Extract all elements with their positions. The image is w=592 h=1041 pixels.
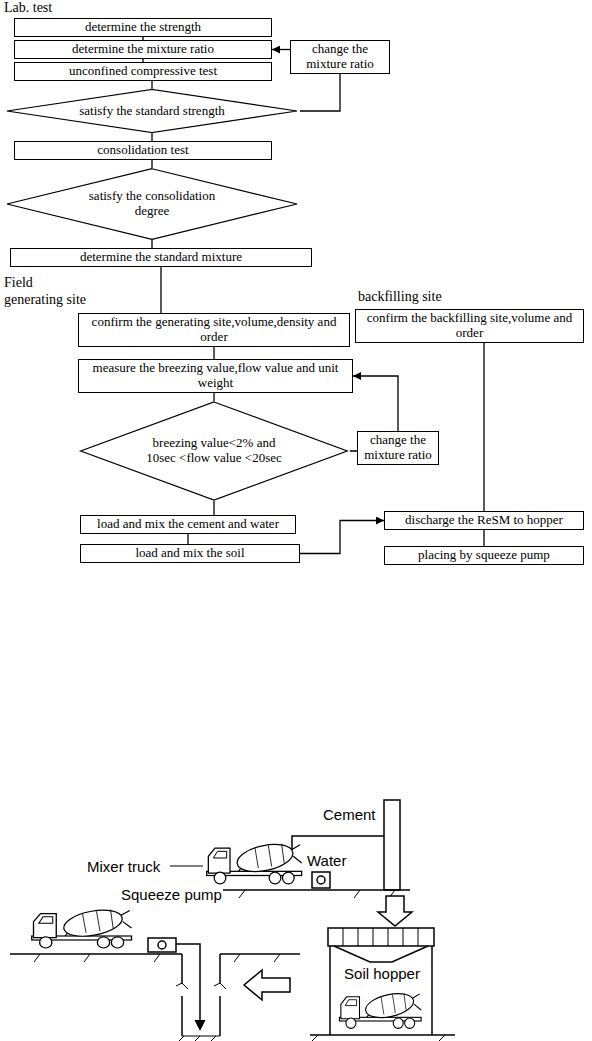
node-text: satisfy the consolidation degree xyxy=(78,189,226,219)
label-text: Squeeze pump xyxy=(121,886,222,903)
flow-connector xyxy=(213,501,214,515)
section-heading: Lab. test xyxy=(4,0,52,16)
flow-connector xyxy=(151,81,152,89)
node-text: confirm the backfilling site,volume and … xyxy=(360,311,579,341)
mixing-plant xyxy=(170,800,412,926)
node-text: determine the mixture ratio xyxy=(19,42,267,57)
process-box: load and mix the cement and water xyxy=(80,515,296,534)
node-text: confirm the generating site,volume,densi… xyxy=(83,315,345,345)
node-text: load and mix the cement and water xyxy=(85,517,291,532)
node-text: satisfy the standard strength xyxy=(78,104,226,119)
section-heading: Field xyxy=(4,275,33,291)
flow-connector xyxy=(300,74,340,111)
flow-connector xyxy=(160,267,161,313)
node-text: placing by squeeze pump xyxy=(389,548,579,563)
node-text: change the mixture ratio xyxy=(295,42,385,72)
soil-hopper xyxy=(244,928,455,1041)
label-text: Mixer truck xyxy=(87,858,160,875)
label-text: Water xyxy=(307,852,346,869)
process-box: discharge the ReSM to hopper xyxy=(384,511,584,530)
section-heading: generating site xyxy=(4,292,86,308)
flow-connector xyxy=(151,240,152,248)
label-text: backfilling site xyxy=(358,289,442,305)
node-text: unconfined compressive test xyxy=(19,64,267,79)
flow-connector xyxy=(272,49,290,50)
decision-diamond: satisfy the standard strength xyxy=(4,89,300,133)
flow-connector xyxy=(213,393,214,401)
label-text: Soil hopper xyxy=(344,965,420,982)
process-box: confirm the generating site,volume,densi… xyxy=(78,313,350,347)
decision-diamond: satisfy the consolidation degree xyxy=(4,168,300,240)
flow-connector xyxy=(151,133,152,141)
node-text: breezing value<2% and 10sec <flow value … xyxy=(146,436,282,466)
flow-connector xyxy=(353,376,398,431)
label-text: Field xyxy=(4,275,33,291)
part-label: Water xyxy=(306,852,347,869)
process-box: determine the mixture ratio xyxy=(14,40,272,59)
process-box: unconfined compressive test xyxy=(14,62,272,81)
node-text: determine the strength xyxy=(19,20,267,35)
node-text: measure the breezing value,flow value an… xyxy=(83,361,348,391)
node-text: discharge the ReSM to hopper xyxy=(389,513,579,528)
flow-connector xyxy=(213,347,214,359)
flow-connector xyxy=(300,521,384,554)
process-box: confirm the backfilling site,volume and … xyxy=(355,309,584,343)
section-heading: backfilling site xyxy=(358,289,442,305)
process-box: determine the standard mixture xyxy=(10,248,312,267)
process-box: placing by squeeze pump xyxy=(384,546,584,565)
flow-connector xyxy=(151,160,152,168)
decision-diamond: breezing value<2% and 10sec <flow value … xyxy=(78,401,350,501)
label-text: Lab. test xyxy=(4,0,52,16)
part-label: Mixer truck xyxy=(86,858,161,875)
node-text: load and mix the soil xyxy=(85,546,295,561)
node-text: consolidation test xyxy=(19,143,267,158)
process-box: change the mixture ratio xyxy=(357,431,439,465)
process-box: measure the breezing value,flow value an… xyxy=(78,359,353,393)
part-label: Soil hopper xyxy=(331,965,433,982)
part-label: Cement xyxy=(322,806,377,823)
process-box: load and mix the soil xyxy=(80,544,300,563)
process-box: change the mixture ratio xyxy=(290,40,390,74)
node-text: determine the standard mixture xyxy=(15,250,307,265)
label-text: generating site xyxy=(4,292,86,308)
process-box: determine the strength xyxy=(14,18,272,37)
node-text: change the mixture ratio xyxy=(362,433,434,463)
label-text: Cement xyxy=(323,806,376,823)
flow-connector xyxy=(187,534,188,544)
flow-connector xyxy=(483,530,484,546)
process-box: consolidation test xyxy=(14,141,272,160)
flow-connector xyxy=(483,343,484,511)
backfill-site xyxy=(10,938,300,1041)
part-label: Squeeze pump xyxy=(120,886,223,903)
